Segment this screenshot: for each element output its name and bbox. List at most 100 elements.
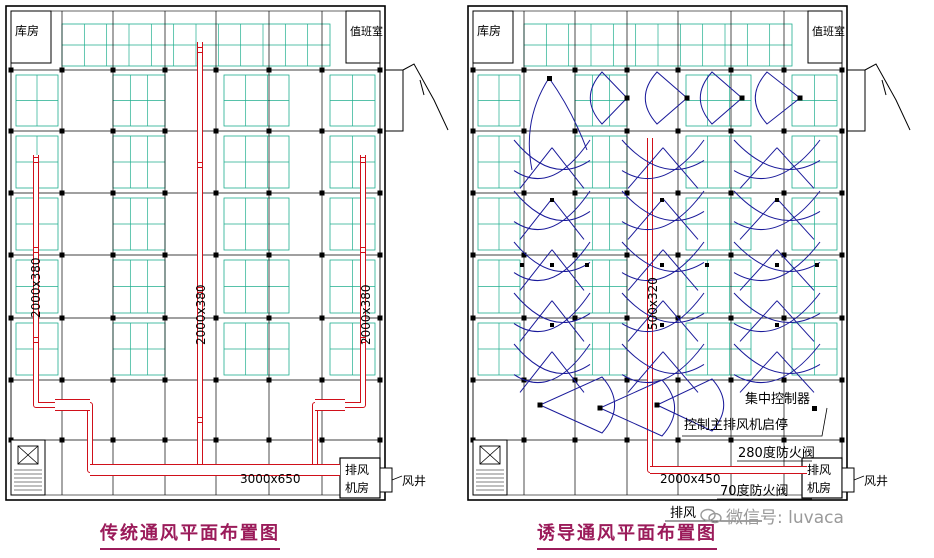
elevator-cross <box>479 445 501 465</box>
column <box>572 437 578 443</box>
jet-fan <box>550 198 554 202</box>
stairwell <box>10 439 46 496</box>
air-shaft-box <box>379 467 393 493</box>
column <box>624 252 630 258</box>
air-outlet <box>33 247 39 253</box>
watermark-text: 微信号: luvaca <box>726 508 844 528</box>
jet-fan <box>797 95 803 101</box>
column <box>839 315 845 321</box>
column <box>470 128 476 134</box>
exhaust-bottom-label: 排风 <box>670 506 696 521</box>
column <box>377 315 383 321</box>
jet-fan <box>660 263 664 267</box>
column <box>470 377 476 383</box>
column <box>8 67 14 73</box>
jet-fan <box>775 198 779 202</box>
jet-fan <box>815 263 819 267</box>
column <box>470 252 476 258</box>
induced-airflow-loop <box>528 77 588 171</box>
column <box>728 377 734 383</box>
jet-coverage <box>655 378 725 432</box>
column <box>728 67 734 73</box>
jet-fan <box>585 263 589 267</box>
duct-size-label: 2000x450 <box>660 472 721 486</box>
column <box>162 252 168 258</box>
leader-line <box>682 407 828 437</box>
jet-fan <box>660 323 664 327</box>
column <box>572 128 578 134</box>
column <box>675 437 681 443</box>
column <box>572 67 578 73</box>
column <box>162 128 168 134</box>
column <box>59 252 65 258</box>
column <box>470 67 476 73</box>
leader-line <box>853 475 865 481</box>
induced-ventilation-plan: 库房值班室排风机房风井500x3202000x450集中控制器控制主排风机启停2… <box>467 5 911 522</box>
jet-fan <box>550 263 554 267</box>
column <box>213 190 219 196</box>
column <box>781 437 787 443</box>
stair-mark <box>881 79 887 96</box>
column <box>675 377 681 383</box>
jet-fan <box>547 76 552 81</box>
storage-room <box>10 10 52 64</box>
column <box>728 128 734 134</box>
column <box>213 437 219 443</box>
air-shaft-label: 风井 <box>864 474 888 488</box>
column <box>781 67 787 73</box>
column <box>728 252 734 258</box>
air-outlet <box>360 337 366 343</box>
column <box>521 437 527 443</box>
column <box>110 67 116 73</box>
column <box>781 252 787 258</box>
column <box>319 377 325 383</box>
column <box>162 377 168 383</box>
column <box>377 252 383 258</box>
column <box>624 437 630 443</box>
storage-room-label: 库房 <box>15 23 39 38</box>
column <box>624 67 630 73</box>
stair-outline <box>847 69 866 132</box>
stairwell <box>472 439 508 496</box>
exhaust-fan-room <box>801 457 843 499</box>
column <box>377 377 383 383</box>
column <box>266 437 272 443</box>
air-outlet <box>197 287 203 293</box>
column <box>110 190 116 196</box>
inner-wall <box>10 10 381 496</box>
column <box>839 252 845 258</box>
air-outlet <box>360 157 366 163</box>
jet-coverage <box>644 71 688 125</box>
column <box>839 437 845 443</box>
column <box>521 252 527 258</box>
column <box>110 128 116 134</box>
column <box>162 67 168 73</box>
column <box>8 252 14 258</box>
duct-size-label: 2000x380 <box>29 257 43 318</box>
column <box>572 377 578 383</box>
exhaust-fan-room <box>339 457 381 499</box>
exhaust-room-label: 机房 <box>807 480 831 495</box>
column <box>162 315 168 321</box>
column <box>213 315 219 321</box>
column <box>572 315 578 321</box>
damper-70-label: 70度防火阀 <box>720 483 789 499</box>
exhaust-room-label: 排风 <box>807 463 831 477</box>
column <box>675 67 681 73</box>
outer-wall <box>467 5 848 501</box>
column <box>110 377 116 383</box>
column <box>675 128 681 134</box>
outer-wall <box>5 5 386 501</box>
column <box>266 128 272 134</box>
jet-coverage <box>699 71 743 125</box>
column <box>521 67 527 73</box>
damper-280-label: 280度防火阀 <box>738 445 815 461</box>
column <box>59 377 65 383</box>
air-outlet <box>197 417 203 423</box>
jet-fan <box>624 95 630 101</box>
column <box>59 190 65 196</box>
column <box>377 128 383 134</box>
column <box>59 128 65 134</box>
